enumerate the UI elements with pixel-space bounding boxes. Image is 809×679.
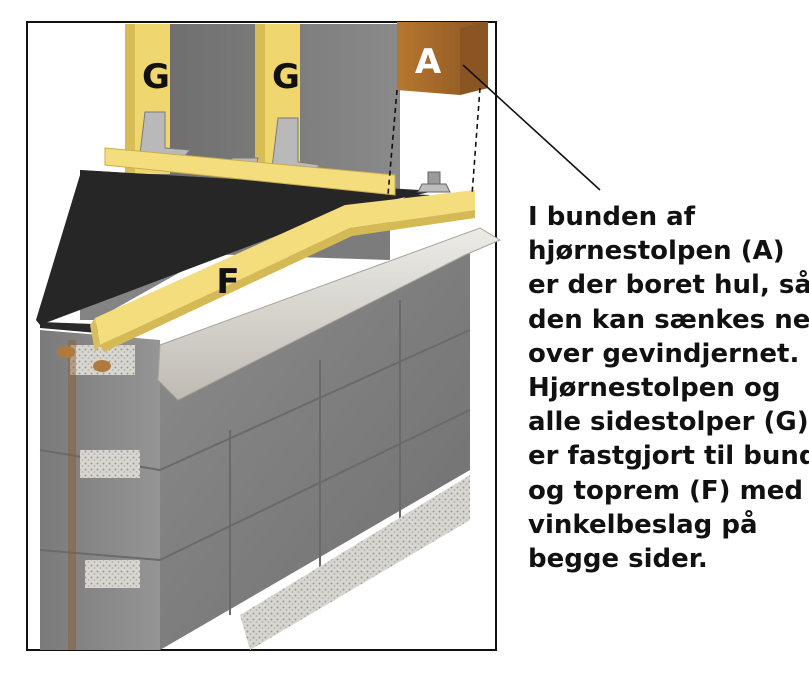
block-joints [39,259,471,615]
bottom-plate-f [95,190,475,345]
caption-text: I bunden af hjørnestolpen (A) er der bor… [528,200,809,576]
caption-line: over gevindjernet. [528,338,800,369]
label-f: F [216,262,239,302]
caption-line: er der boret hul, så [528,270,809,301]
bottom-plate-back [104,147,396,196]
gravel-slot [85,560,140,588]
caption-line: hjørnestolpen (A) [528,236,785,267]
gravel-slot [80,450,140,478]
corner-post-a [397,22,488,95]
thread-rod-channel [68,340,76,650]
leader-line [462,64,601,191]
caption-line: er fastgjort til bund [528,441,809,472]
caption-line: den kan sænkes ned [528,304,809,335]
block-wall-left-face [40,330,160,650]
flashing-profile [157,227,502,401]
dowel-pegs [57,346,111,372]
caption-line: I bunden af [528,202,696,232]
anchor-bolt [417,171,451,193]
label-g1: G [142,57,170,97]
label-g2: G [272,57,300,97]
caption-line: Hjørnestolpen og [528,373,781,404]
caption-line: og toprem (F) med [528,475,803,506]
gravel-base [240,475,470,650]
label-a: A [415,42,442,82]
caption-line: begge sider. [528,544,708,575]
caption-line: alle sidestolper (G) [528,407,809,438]
caption-line: vinkelbeslag på [528,509,758,540]
